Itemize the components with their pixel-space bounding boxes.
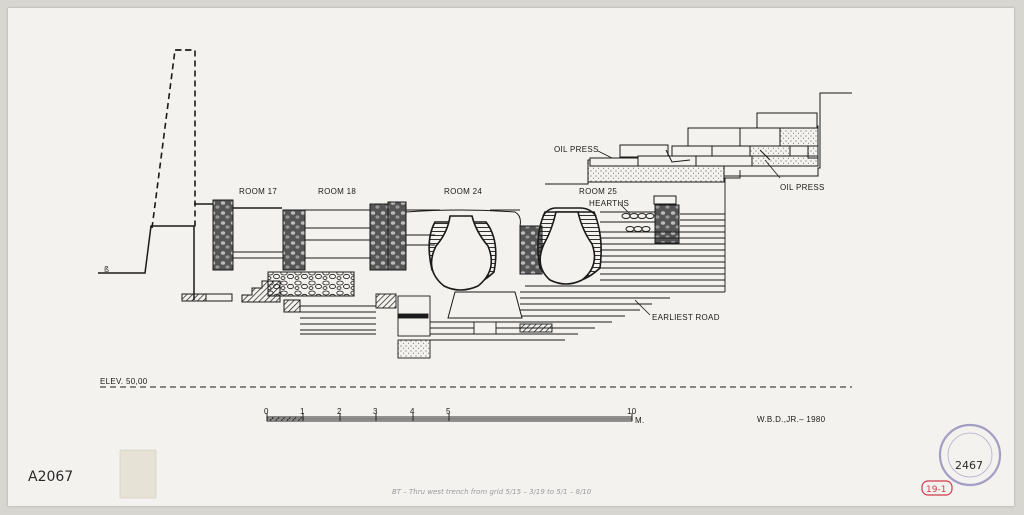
scale-tick-4: 4 bbox=[410, 407, 415, 416]
scale-tick-1: 1 bbox=[300, 407, 305, 416]
scale-tick-0: 0 bbox=[264, 407, 269, 416]
scale-unit: M. bbox=[635, 416, 645, 425]
hearths bbox=[621, 213, 655, 232]
tape-strip bbox=[119, 449, 157, 499]
label-room-24: ROOM 24 bbox=[444, 187, 482, 196]
walls bbox=[212, 195, 680, 275]
catalog-number: A2067 bbox=[28, 469, 73, 485]
author-credit: W.B.D.,JR.– 1980 bbox=[757, 415, 826, 424]
drawing-labels: ROOM 17 ROOM 18 ROOM 24 ROOM 25 HEARTHS … bbox=[100, 145, 826, 424]
red-label: 19-1 bbox=[921, 480, 953, 496]
floor-bands bbox=[233, 209, 521, 259]
wall-room-18-east-b bbox=[387, 201, 407, 271]
archive-stamp: 2467 bbox=[938, 423, 1002, 487]
pencil-note: BT – Thru west trench from grid 5/15 – 3… bbox=[392, 488, 592, 496]
label-earliest-road: EARLIEST ROAD bbox=[652, 313, 720, 322]
wall-room-18 bbox=[282, 209, 306, 271]
leader-lines bbox=[597, 150, 781, 316]
wall-room-18-east-a bbox=[369, 203, 389, 271]
scale-bar bbox=[266, 413, 633, 422]
stratified-deposits bbox=[430, 170, 741, 341]
label-hearths: HEARTHS bbox=[589, 199, 629, 208]
scale-tick-5: 5 bbox=[446, 407, 451, 416]
label-room-25: ROOM 25 bbox=[579, 187, 617, 196]
storage-jars bbox=[428, 207, 602, 291]
stamp-number: 2467 bbox=[955, 459, 983, 472]
jar-platform bbox=[447, 291, 523, 319]
scale-bar-labels: 0 1 2 3 4 5 10 M. bbox=[264, 407, 645, 425]
reconstructed-tower bbox=[151, 49, 196, 230]
scale-tick-3: 3 bbox=[373, 407, 378, 416]
wall-room-17 bbox=[212, 199, 234, 271]
red-label-text: 19-1 bbox=[926, 485, 946, 495]
oil-press-structures bbox=[545, 92, 852, 185]
label-oil-press-lower: OIL PRESS bbox=[780, 183, 825, 192]
drawing-sheet bbox=[8, 8, 1014, 506]
lower-deposits bbox=[300, 293, 553, 359]
rubble-fill bbox=[267, 271, 355, 297]
label-room-18: ROOM 18 bbox=[318, 187, 356, 196]
ground-profile bbox=[98, 203, 282, 300]
label-oil-press-upper: OIL PRESS bbox=[554, 145, 599, 154]
scale-tick-2: 2 bbox=[337, 407, 342, 416]
label-room-17: ROOM 17 bbox=[239, 187, 277, 196]
label-elevation: ELEV. 50,00 bbox=[100, 377, 148, 386]
scale-tick-10: 10 bbox=[627, 407, 637, 416]
wall-room-25-east bbox=[654, 204, 680, 244]
datum-mark: ß bbox=[104, 265, 109, 274]
stepped-stones bbox=[181, 280, 301, 313]
